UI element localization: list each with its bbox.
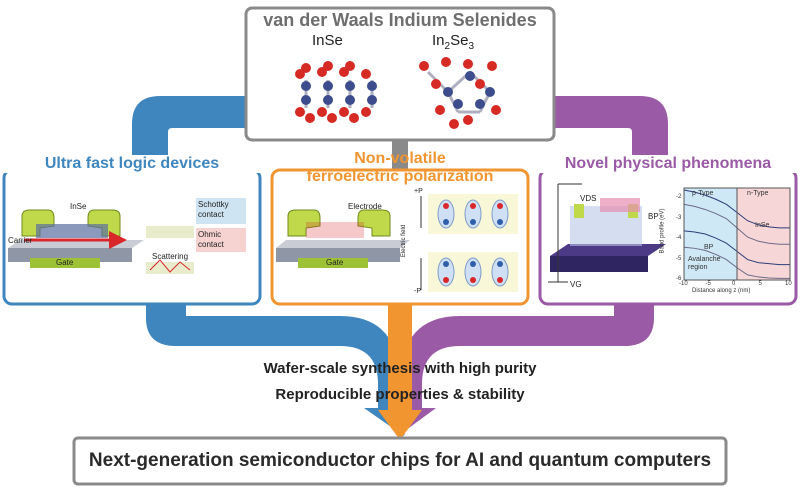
in2se3-crystal	[419, 57, 501, 129]
middle-title-line2: ferroelectric polarization	[306, 168, 494, 185]
left-label-scattering: Scattering	[152, 252, 189, 261]
purple-connector-top	[550, 96, 668, 170]
chart-ytick-label: -2	[676, 194, 682, 201]
bottom-banner-box	[72, 436, 728, 486]
middle-label-efield: Electric field	[401, 224, 408, 258]
middle-title-line1: Non-volatile	[354, 150, 446, 167]
right-label-vg: VG	[570, 280, 582, 289]
purple-connector-bottom	[390, 302, 654, 436]
right-device	[548, 183, 666, 283]
blue-connector-bottom	[146, 302, 412, 436]
chart-label-bp: BP	[704, 244, 714, 251]
chart-xtick-label: -5	[705, 281, 711, 287]
left-label-ohmic: Ohmic contact	[198, 230, 224, 249]
band-chart	[683, 187, 791, 281]
label-in2se3-top: In2Se3	[432, 32, 474, 52]
gray-connector	[392, 136, 408, 172]
chart-label-inse: InSe	[755, 222, 770, 229]
label-in2se3-in: In	[432, 32, 445, 49]
chart-label-ptype: p-Type	[692, 190, 714, 197]
chart-ntype-region	[737, 188, 790, 280]
middle-label-minus-p: -P	[414, 288, 421, 295]
middle-label-electrode: Electrode	[348, 202, 382, 211]
chart-xtick-label: -10	[679, 281, 688, 287]
blue-connector-top	[132, 96, 250, 170]
left-device	[8, 198, 246, 274]
left-label-carrier: Carrier	[8, 236, 33, 245]
middle-label-plus-p: +P	[414, 188, 423, 195]
chart-xlabel: Distance along z (nm)	[692, 288, 751, 294]
left-title: Ultra fast logic devices	[4, 155, 260, 173]
label-in2se3-sub2: 3	[468, 41, 474, 52]
middle-device	[276, 194, 518, 292]
chart-label-ntype: n-Type	[747, 190, 769, 197]
bottom-line-1: Wafer-scale synthesis with high purity	[263, 360, 537, 377]
right-label-vds: VDS	[580, 194, 597, 203]
chart-ytick-label: -6	[676, 276, 682, 282]
chart-xtick-label: 10	[785, 281, 792, 287]
chart-label-avalanche: Avalanche region	[688, 256, 721, 271]
left-label-gate: Gate	[56, 258, 74, 267]
left-label-schottky: Schottky contact	[198, 200, 229, 219]
label-in2se3-sub1: 2	[444, 41, 451, 52]
top-title: van der Waals Indium Selenides	[263, 10, 537, 30]
label-in2se3-se: Se	[450, 32, 469, 49]
chart-xtick-label: 5	[758, 281, 762, 287]
chart-ytick-label: -4	[676, 235, 682, 242]
bottom-line-2: Reproducible properties & stability	[275, 386, 525, 403]
left-label-inse: InSe	[70, 202, 87, 211]
chart-ytick-label: -3	[676, 214, 682, 221]
orange-arrow	[378, 304, 422, 440]
middle-label-gate: Gate	[326, 258, 344, 267]
bottom-banner: Next-generation semiconductor chips for …	[88, 450, 712, 471]
label-inse-top: InSe	[312, 32, 343, 49]
chart-ylabel: Band profile (eV)	[659, 208, 666, 254]
inse-crystal	[295, 61, 377, 123]
chart-ptype-region	[684, 188, 737, 280]
chart-ytick-label: -5	[676, 255, 682, 262]
right-label-bp: BP	[648, 212, 659, 221]
chart-xtick-label: 0	[732, 281, 736, 287]
right-title: Novel physical phenomena	[540, 155, 796, 173]
